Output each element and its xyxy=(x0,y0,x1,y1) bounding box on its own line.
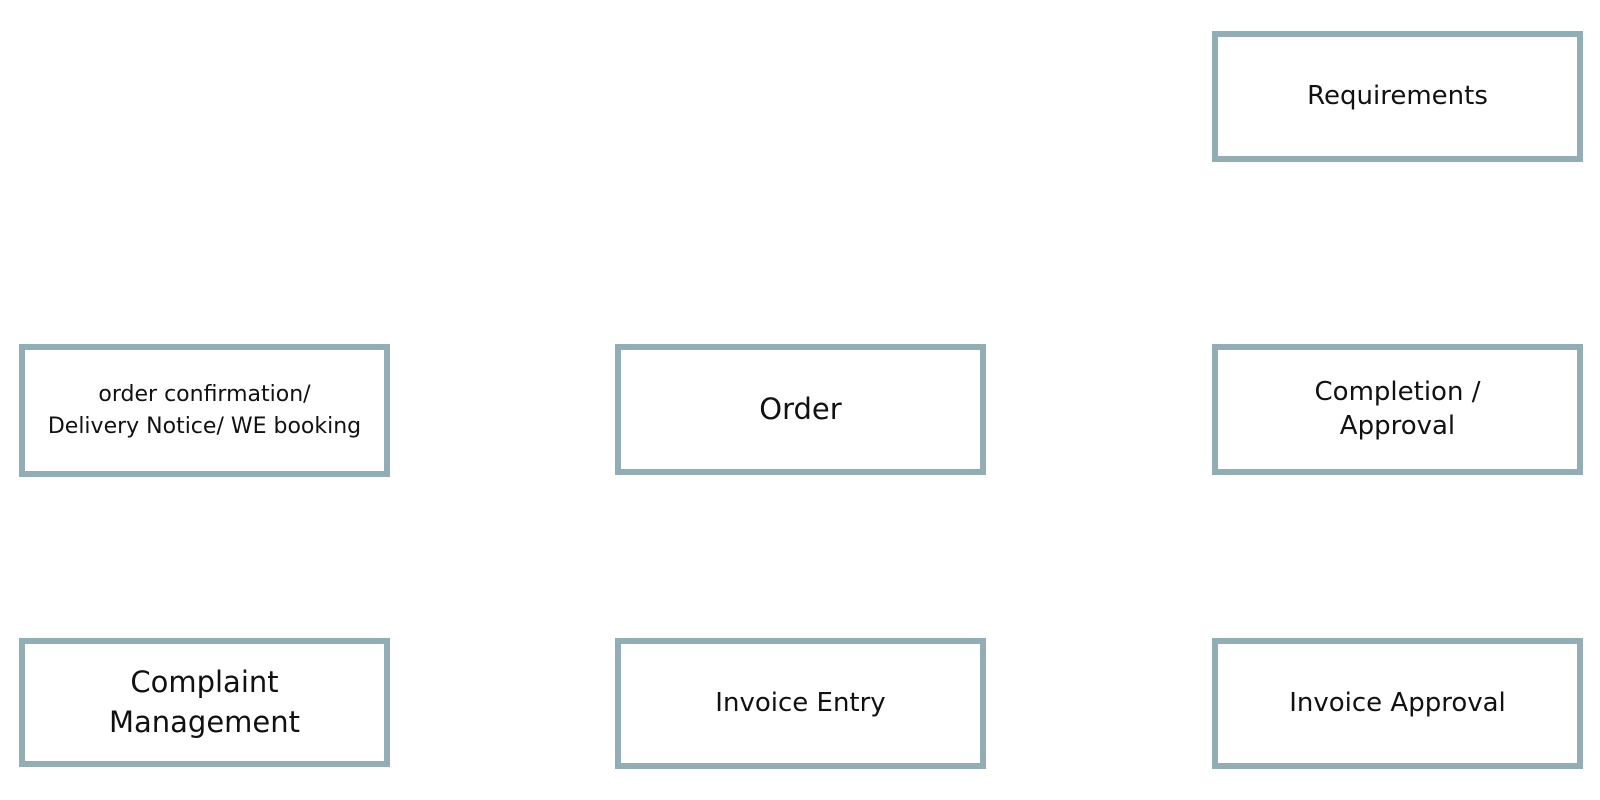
complaint-management-label: Complaint Management xyxy=(109,663,300,741)
invoice-approval-box[interactable]: Invoice Approval xyxy=(1212,638,1583,769)
completion-approval-label: Completion / Approval xyxy=(1315,376,1481,444)
order-confirmation-box[interactable]: order confirmation/ Delivery Notice/ WE … xyxy=(19,344,390,477)
label-line: Approval xyxy=(1339,410,1456,441)
label-line: Completion / xyxy=(1314,376,1481,407)
label-line: order confirmation/ xyxy=(98,381,311,407)
label-line: Order xyxy=(759,391,842,426)
label-line: Delivery Notice/ WE booking xyxy=(47,413,362,439)
invoice-entry-label: Invoice Entry xyxy=(715,687,885,721)
requirements-label: Requirements xyxy=(1307,80,1488,114)
label-line: Management xyxy=(108,704,301,739)
invoice-entry-box[interactable]: Invoice Entry xyxy=(615,638,986,769)
order-confirmation-label: order confirmation/ Delivery Notice/ WE … xyxy=(48,379,361,443)
invoice-approval-label: Invoice Approval xyxy=(1289,687,1506,721)
label-line: Complaint xyxy=(130,665,279,700)
order-label: Order xyxy=(759,390,841,429)
label-line: Requirements xyxy=(1307,80,1488,111)
label-line: Invoice Approval xyxy=(1289,687,1506,718)
label-line: Invoice Entry xyxy=(715,687,886,718)
requirements-box[interactable]: Requirements xyxy=(1212,31,1583,162)
completion-approval-box[interactable]: Completion / Approval xyxy=(1212,344,1583,475)
order-box[interactable]: Order xyxy=(615,344,986,475)
complaint-management-box[interactable]: Complaint Management xyxy=(19,638,390,767)
